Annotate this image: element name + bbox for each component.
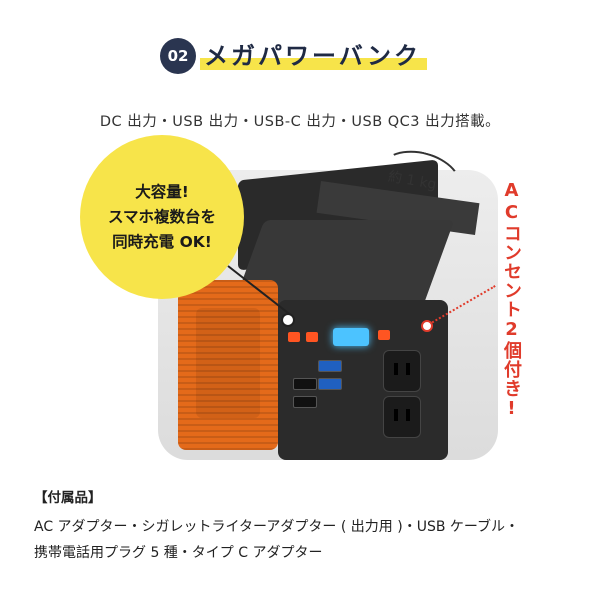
ac-pointer-dot (421, 320, 433, 332)
accessories-list: AC アダプター・シガレットライターアダプター ( 出力用 )・USB ケーブル… (34, 514, 574, 566)
callout-line-2: スマホ複数台を (107, 207, 217, 226)
ac-outlet-icon (383, 396, 421, 438)
section-number-badge: 02 (160, 38, 196, 74)
power-button-icon (378, 330, 390, 340)
usb-port-icon (318, 360, 342, 372)
accessories-line-1: AC アダプター・シガレットライターアダプター ( 出力用 )・USB ケーブル… (34, 519, 520, 535)
ac-outlet-icon (383, 350, 421, 392)
usb-c-port-icon (293, 396, 317, 408)
power-button-icon (288, 332, 300, 342)
callout-line-1: 大容量! (135, 182, 189, 201)
feature-subtitle: DC 出力・USB 出力・USB-C 出力・USB QC3 出力搭載。 (99, 114, 501, 130)
power-bank-image (178, 220, 455, 460)
device-side-orange (178, 280, 278, 450)
usb-port-icon (318, 378, 342, 390)
callout-line-3: 同時充電 OK! (112, 232, 212, 251)
section-header: 02 メガパワーバンク (0, 36, 600, 76)
ac-outlet-note: ACコンセント2個付き! (501, 180, 522, 420)
power-button-icon (306, 332, 318, 342)
callout-pointer-dot (281, 313, 295, 327)
section-title-wrap: メガパワーバンク (200, 36, 427, 76)
battery-led-icon (333, 328, 369, 346)
device-side-panel (196, 308, 260, 418)
capacity-callout: 大容量! スマホ複数台を 同時充電 OK! (80, 135, 244, 299)
title-highlight (200, 58, 427, 70)
accessories-heading: 【付属品】 (34, 490, 102, 506)
section-title: メガパワーバンク (204, 42, 421, 70)
usb-port-icon (293, 378, 317, 390)
product-photo: 大容量! スマホ複数台を 同時充電 OK! 約 1 kg ACコンセント2個付き… (80, 135, 528, 465)
accessories-line-2: 携帯電話用プラグ 5 種・タイプ C アダプター (34, 545, 323, 561)
